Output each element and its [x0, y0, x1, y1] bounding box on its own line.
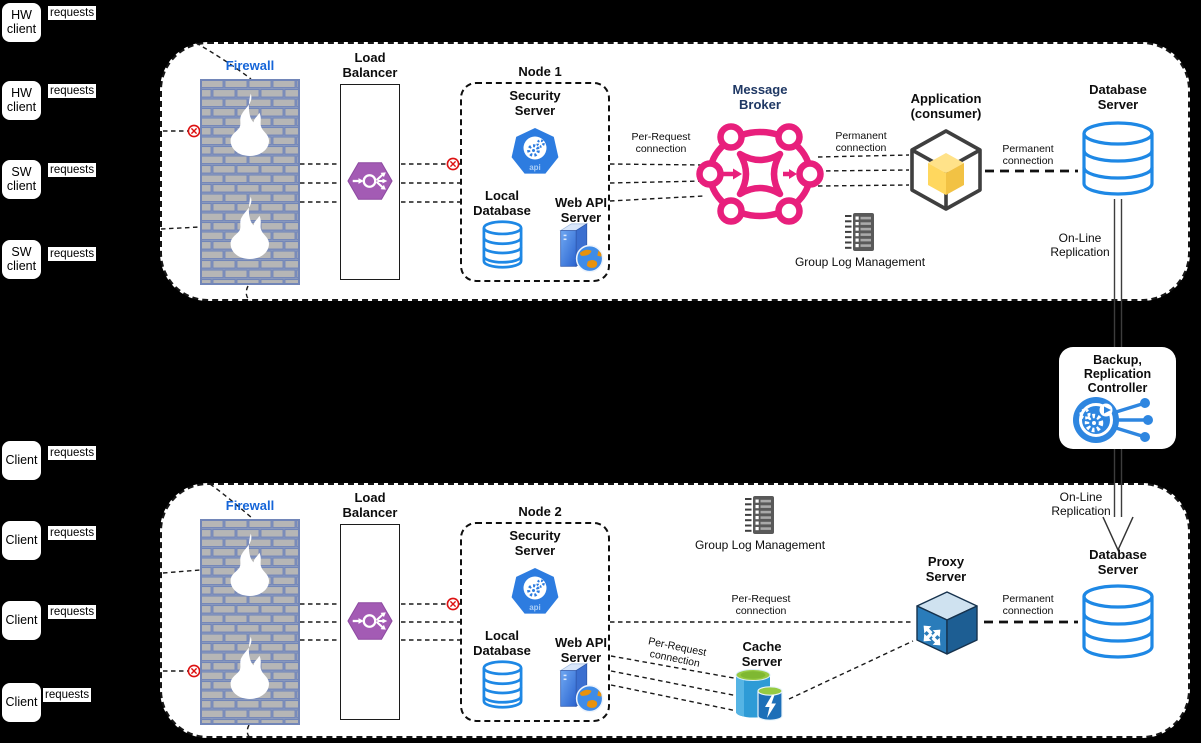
firewall-bricks-flames-icon: [200, 519, 300, 725]
online-replication-label: On-Line Replication: [1051, 490, 1111, 518]
security-server-label: Security Server: [509, 88, 561, 118]
application-consumer-label: Application (consumer): [910, 91, 982, 121]
security-server-heptagon-icon: [510, 126, 560, 176]
proxy-cube-icon: [911, 586, 983, 656]
requests-tag: requests: [43, 688, 92, 702]
node2-box: [460, 522, 610, 722]
requests-tag: requests: [48, 84, 97, 98]
client-label: SW client: [6, 245, 37, 273]
node2-title: Node 2: [518, 504, 562, 519]
requests-tag: requests: [48, 446, 97, 460]
backup-replication-controller-icon: [1070, 392, 1154, 448]
load-balancer-label: Load Balancer: [342, 50, 398, 80]
client-box-sw-1: SW client: [2, 160, 41, 199]
firewall-label: Firewall: [225, 498, 275, 513]
datacenter-zone-top: [160, 42, 1190, 301]
web-api-server-icon: [559, 663, 604, 713]
firewall-bricks-flames-icon: [200, 79, 300, 285]
online-replication-label: On-Line Replication: [1050, 231, 1110, 259]
database-server-label: Database Server: [1089, 547, 1147, 577]
group-log-icon: [743, 494, 776, 536]
group-log-label: Group Log Management: [694, 538, 826, 552]
database-cylinder-icon: [1082, 121, 1154, 196]
web-api-server-icon: [559, 223, 604, 273]
per-request-label: Per-Request connection: [631, 131, 691, 155]
database-cylinder-icon: [482, 660, 523, 709]
requests-tag: requests: [48, 526, 97, 540]
permanent-label: Permanent connection: [835, 130, 887, 154]
load-balancer-hexagon-icon: [346, 601, 394, 641]
client-box-2: Client: [2, 521, 41, 560]
message-broker-icon: [698, 118, 822, 230]
client-label: Client: [5, 532, 38, 547]
database-cylinder-icon: [1082, 584, 1154, 659]
load-balancer-label: Load Balancer: [342, 490, 398, 520]
web-api-server-label: Web API Server: [554, 195, 607, 225]
firewall-label: Firewall: [225, 58, 275, 73]
web-api-server-label: Web API Server: [554, 635, 607, 665]
node1-box: [460, 82, 610, 282]
local-database-label: Local Database: [473, 188, 531, 218]
database-cylinder-icon: [482, 220, 523, 269]
requests-tag: requests: [48, 163, 97, 177]
client-box-hw-1: HW client: [2, 3, 41, 42]
client-box-3: Client: [2, 601, 41, 640]
client-label: Client: [5, 452, 38, 467]
requests-tag: requests: [48, 6, 97, 20]
client-label: HW client: [6, 8, 37, 36]
group-log-icon: [843, 211, 876, 253]
database-server-label: Database Server: [1089, 82, 1147, 112]
application-cube-icon: [910, 129, 982, 211]
backup-controller-label: Backup, Replication Controller: [1083, 353, 1152, 395]
client-label: Client: [5, 694, 38, 709]
client-box-1: Client: [2, 441, 41, 480]
client-label: HW client: [6, 86, 37, 114]
requests-tag: requests: [48, 247, 97, 261]
node1-title: Node 1: [518, 64, 562, 79]
permanent-label: Permanent connection: [1002, 143, 1054, 167]
client-box-hw-2: HW client: [2, 81, 41, 120]
per-request-label: Per-Request connection: [731, 593, 791, 617]
cache-server-icon: [735, 668, 783, 721]
permanent-label: Permanent connection: [1002, 593, 1054, 617]
security-server-heptagon-icon: [510, 566, 560, 616]
security-server-label: Security Server: [509, 528, 561, 558]
proxy-server-label: Proxy Server: [925, 554, 967, 584]
client-label: Client: [5, 612, 38, 627]
requests-tag: requests: [48, 605, 97, 619]
group-log-label: Group Log Management: [794, 255, 926, 269]
client-label: SW client: [6, 165, 37, 193]
client-box-4: Client: [2, 683, 41, 722]
message-broker-label: Message Broker: [732, 82, 788, 112]
load-balancer-hexagon-icon: [346, 161, 394, 201]
local-database-label: Local Database: [473, 628, 531, 658]
client-box-sw-2: SW client: [2, 240, 41, 279]
